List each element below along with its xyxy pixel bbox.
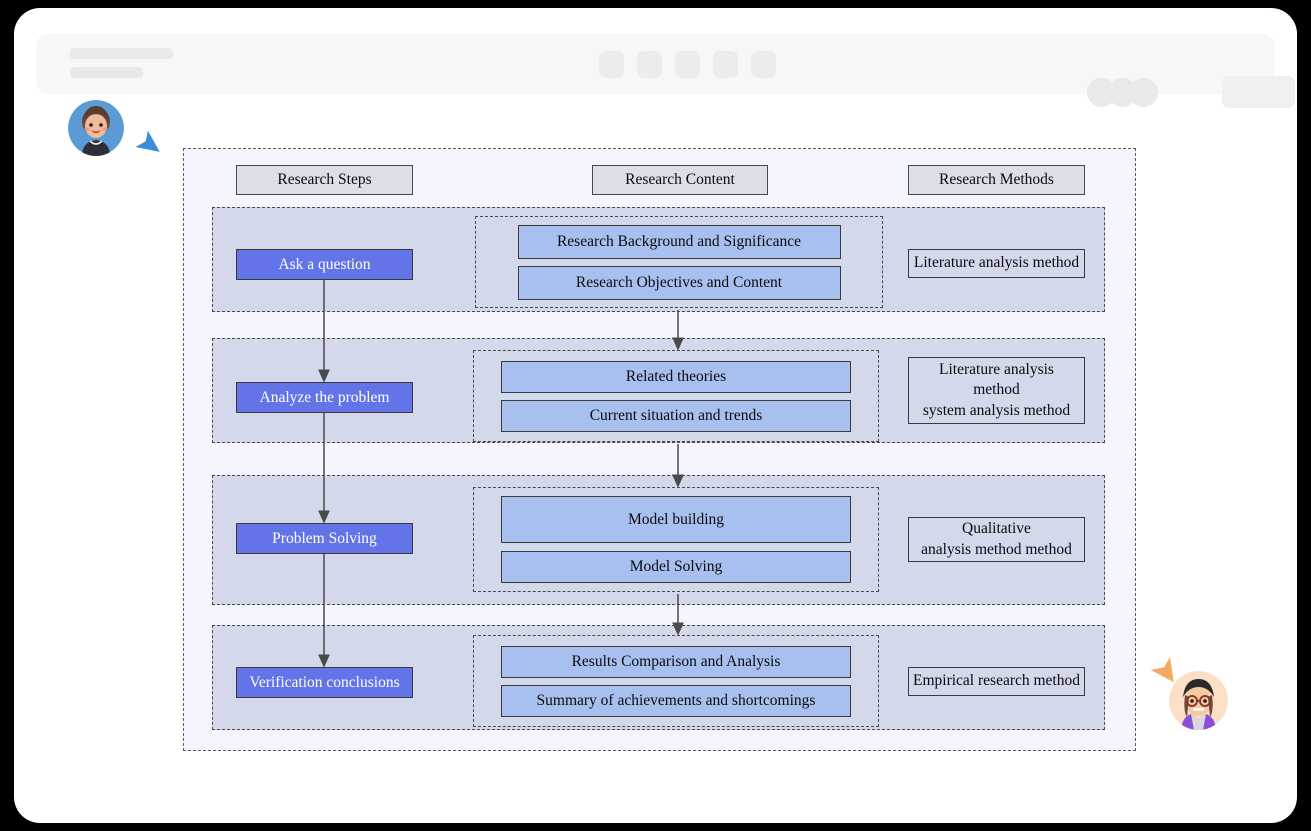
content-group-3: Model building Model Solving (473, 487, 879, 592)
toolbar-icon-5[interactable] (751, 51, 776, 78)
title-bar (36, 34, 1295, 108)
collaborator-avatar-3[interactable] (1129, 78, 1158, 107)
step-box-2[interactable]: Analyze the problem (236, 382, 413, 413)
step-box-1[interactable]: Ask a question (236, 249, 413, 280)
placeholder-line-2 (70, 67, 143, 78)
blue-cursor (135, 130, 160, 152)
content-box-2-2[interactable]: Current situation and trends (501, 399, 851, 432)
avatar-user-2[interactable] (1169, 671, 1228, 730)
content-box-3-1[interactable]: Model building (501, 496, 851, 543)
content-group-4: Results Comparison and Analysis Summary … (473, 635, 879, 727)
share-button[interactable] (1222, 76, 1295, 108)
column-header-methods: Research Methods (908, 165, 1085, 195)
method-box-4[interactable]: Empirical research method (908, 667, 1085, 696)
content-box-4-1[interactable]: Results Comparison and Analysis (501, 645, 851, 678)
content-box-2-1[interactable]: Related theories (501, 360, 851, 393)
content-box-1-1[interactable]: Research Background and Significance (517, 224, 841, 259)
toolbar-icon-1[interactable] (599, 51, 624, 78)
placeholder-line-1 (70, 48, 173, 59)
column-header-steps: Research Steps (236, 165, 413, 195)
toolbar-icon-2[interactable] (637, 51, 662, 78)
browser-window: Research Steps Research Content Research… (14, 8, 1297, 823)
content-box-4-2[interactable]: Summary of achievements and shortcomings (501, 684, 851, 717)
content-group-2: Related theories Current situation and t… (473, 350, 879, 442)
research-framework-diagram: Research Steps Research Content Research… (183, 148, 1136, 751)
title-placeholder-text (70, 48, 173, 78)
column-header-content: Research Content (592, 165, 768, 195)
orange-cursor (1150, 657, 1174, 683)
method-box-1[interactable]: Literature analysis method (908, 249, 1085, 278)
toolbar-icon-4[interactable] (713, 51, 738, 78)
avatar-user-1[interactable] (68, 100, 124, 156)
column-header-row: Research Steps Research Content Research… (184, 149, 1135, 207)
toolbar-icon-group[interactable] (599, 51, 776, 78)
method-box-3[interactable]: Qualitative analysis method method (908, 517, 1085, 562)
content-group-1: Research Background and Significance Res… (475, 216, 883, 308)
toolbar-icon-3[interactable] (675, 51, 700, 78)
step-box-4[interactable]: Verification conclusions (236, 667, 413, 698)
step-box-3[interactable]: Problem Solving (236, 523, 413, 554)
content-box-3-2[interactable]: Model Solving (501, 551, 851, 583)
content-box-1-2[interactable]: Research Objectives and Content (517, 265, 841, 300)
method-box-2[interactable]: Literature analysis method system analys… (908, 357, 1085, 424)
